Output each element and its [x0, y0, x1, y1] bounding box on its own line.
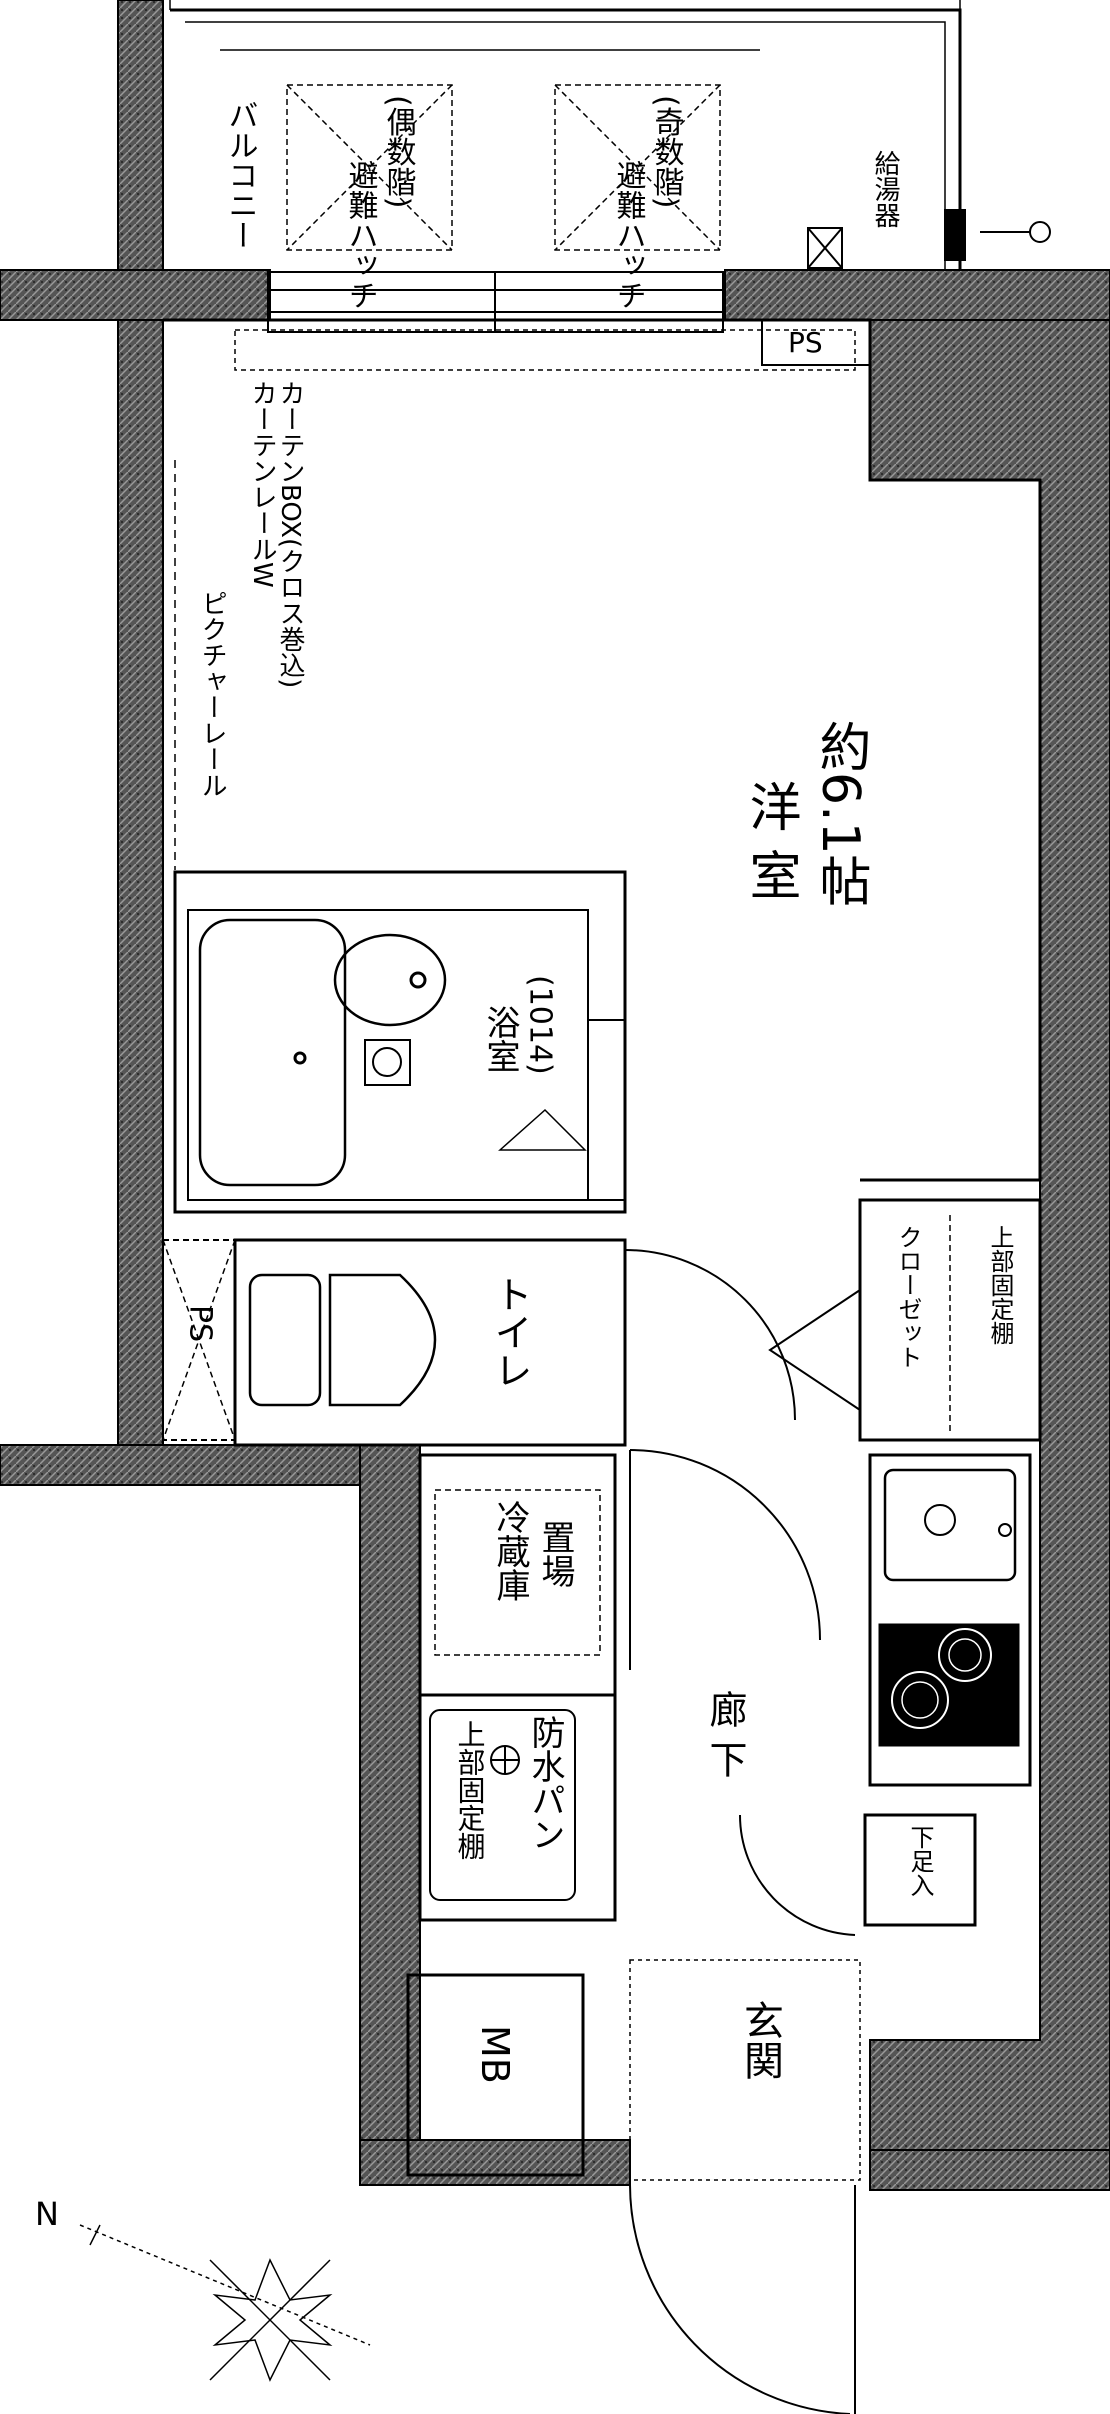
wall-middle-left: [0, 1444, 421, 1486]
hatch-odd-label-2: (奇数階): [649, 95, 684, 208]
curtain-label-1: カーテンレールW: [247, 380, 277, 588]
front-door-arc: [629, 2184, 851, 2414]
hatch-even: [286, 84, 453, 251]
mb-box: [406, 1973, 585, 2177]
closet-outline: [858, 1198, 1042, 1442]
western-room-label: 洋 室: [740, 780, 800, 901]
shoe-box-label: 下足入: [906, 1825, 934, 1897]
north-label: N: [35, 2195, 59, 2233]
wall-bottom-right: [869, 2149, 1110, 2191]
wall-bottom: [359, 2139, 631, 2186]
laundry-area: [418, 1693, 617, 1922]
toilet-bowl: [328, 1273, 437, 1407]
balcony: [169, 0, 962, 270]
laundry-pan-label: 防水パン: [525, 1715, 565, 1851]
fridge-label-1: 冷蔵庫: [490, 1500, 530, 1602]
hallway-door-arc: [738, 1814, 856, 1936]
picture-rail-label: ピクチャーレール: [197, 590, 227, 798]
fridge-label-2: 置場: [535, 1520, 575, 1588]
hatch-even-label-2: (偶数階): [381, 95, 417, 208]
ps-top-box: [761, 319, 871, 366]
wall-top-right: [724, 269, 1110, 321]
toilet-label: トイレ: [488, 1275, 532, 1389]
wall-top-left: [0, 269, 271, 321]
entrance-floor: [629, 1959, 861, 2181]
compass-rose-icon: [79, 2224, 371, 2382]
toilet-outline: [233, 1238, 627, 1447]
ps-left-box: [162, 1239, 236, 1441]
ps-left-label: PS: [183, 1305, 218, 1342]
ps-top-label: PS: [788, 326, 823, 359]
balcony-label: バルコニー: [223, 100, 258, 250]
water-heater-symbol: [807, 209, 1051, 269]
entrance-label: 玄関: [737, 2000, 783, 2080]
hallway-label: 廊 下: [703, 1690, 747, 1778]
fridge-laundry: [418, 1449, 821, 1922]
curtain-label-2: カーテンBOX(クロス巻込): [275, 380, 305, 688]
toilet-room: [162, 1238, 796, 1447]
entrance: [629, 1959, 861, 2414]
kitchen-counter: [868, 1453, 1032, 1787]
bath-label-2: (1014): [523, 975, 558, 1075]
bath-basin: [333, 933, 447, 1027]
wall-upper-left: [117, 0, 164, 1446]
stove: [878, 1623, 1020, 1747]
room-lines: [163, 318, 1042, 1182]
window: [267, 271, 724, 333]
bathroom: [173, 870, 627, 1214]
toilet-tank: [248, 1273, 322, 1407]
laundry-shelf-label: 上部固定棚: [454, 1720, 487, 1860]
room-size-label: 約6.1帖: [810, 720, 870, 907]
bathroom-outline: [173, 870, 627, 1214]
hallway: [738, 1813, 977, 1936]
kitchen: [868, 1453, 1032, 1787]
western-room-outline: [163, 318, 1042, 1182]
kitchen-sink: [883, 1468, 1017, 1582]
closet-shelf-label: 上部固定棚: [986, 1225, 1014, 1345]
bathtub: [198, 918, 347, 1187]
shoe-box: [863, 1813, 977, 1927]
hatch-odd: [554, 84, 721, 251]
hatch-even-label-1: 避難ハッチ: [343, 160, 379, 310]
closet-label: クローゼット: [894, 1225, 922, 1369]
closet: [768, 1198, 1042, 1442]
labels: バルコニー 避難ハッチ (偶数階) 避難ハッチ (奇数階) 給湯器 PS カーテ…: [35, 95, 1014, 2233]
water-heater-label: 給湯器: [870, 150, 900, 228]
walls: [0, 0, 1110, 2191]
mb-label: MB: [473, 2025, 517, 2084]
bath-label-1: 浴室: [480, 1005, 520, 1073]
escape-hatches: [286, 84, 721, 251]
hatch-odd-label-1: 避難ハッチ: [611, 160, 647, 310]
wall-lower-left: [359, 1444, 421, 2181]
